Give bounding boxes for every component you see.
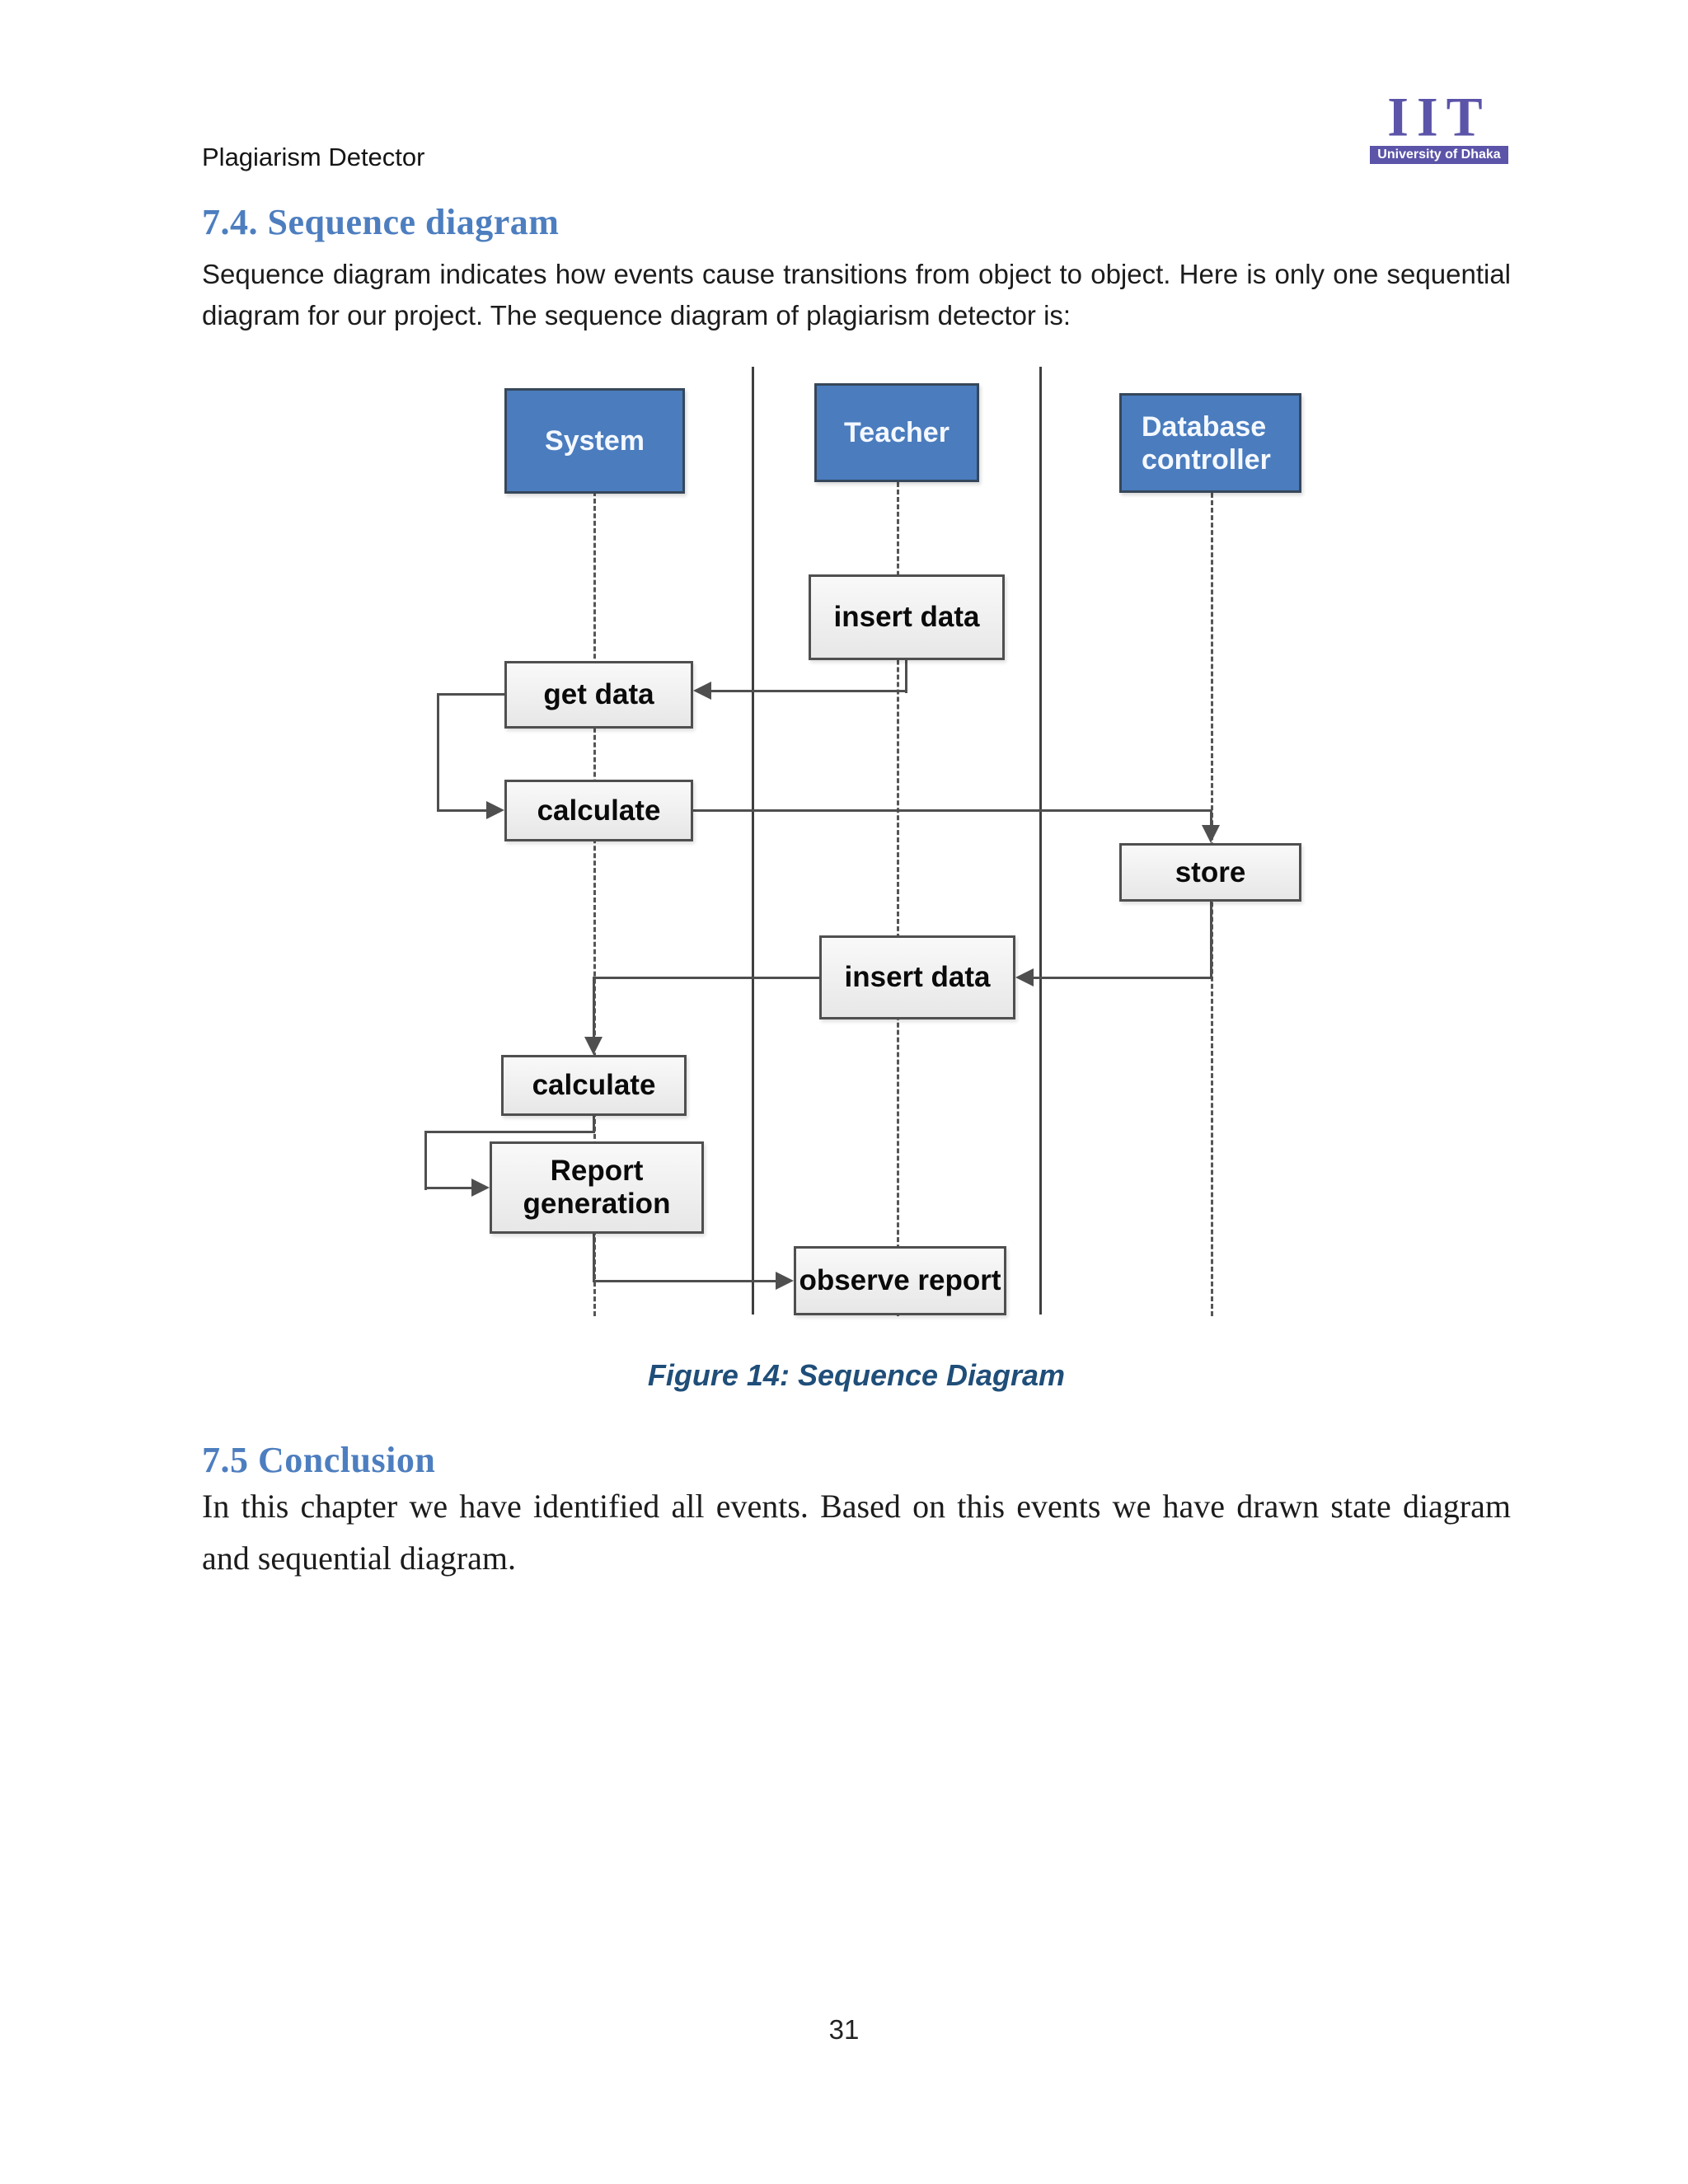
message-box-insert-data-2: insert data [819, 935, 1015, 1019]
connector-line [905, 660, 907, 693]
arrowhead-down-icon [584, 1037, 603, 1055]
connector-line [593, 1116, 595, 1133]
university-logo: IIT University of Dhaka [1370, 87, 1508, 164]
message-box-report-generation: Report generation [490, 1141, 704, 1234]
connector-line [593, 977, 595, 1043]
connector-line [1210, 902, 1212, 979]
connector-line [424, 1131, 595, 1133]
section-heading-7-5: 7.5 Conclusion [202, 1440, 436, 1480]
connector-line [593, 977, 819, 979]
connector-line [437, 693, 504, 696]
message-box-calculate-1: calculate [504, 780, 693, 841]
message-box-store: store [1119, 843, 1301, 902]
section-heading-7-4: 7.4. Sequence diagram [202, 202, 560, 242]
logo-subtitle: University of Dhaka [1370, 146, 1508, 164]
figure-caption: Figure 14: Sequence Diagram [647, 1358, 1066, 1392]
arrowhead-right-icon [776, 1272, 794, 1290]
actor-box-system: System [504, 388, 685, 494]
teacher-lifeline [897, 482, 899, 1316]
actor-box-db: Database controller [1119, 393, 1301, 493]
message-box-get-data: get data [504, 661, 693, 729]
connector-line [424, 1187, 478, 1189]
connector-line [710, 690, 906, 692]
connector-line [1210, 809, 1212, 832]
page-number: 31 [828, 2014, 860, 2045]
partition-line-2 [1039, 367, 1042, 1315]
partition-line-1 [752, 367, 754, 1315]
message-box-observe-report: observe report [794, 1246, 1006, 1315]
arrowhead-left-icon [1015, 968, 1034, 987]
connector-line [693, 809, 1212, 812]
arrowhead-right-icon [471, 1179, 490, 1197]
arrowhead-left-icon [693, 682, 711, 700]
connector-line [437, 809, 493, 812]
connector-line [593, 1280, 781, 1282]
connector-line [437, 693, 439, 812]
message-box-insert-data-1: insert data [809, 574, 1005, 660]
connector-line [424, 1131, 427, 1190]
arrowhead-down-icon [1202, 825, 1220, 843]
connector-line [1032, 977, 1211, 979]
iit-logo-icon: IIT [1387, 87, 1491, 148]
actor-box-teacher: Teacher [814, 383, 979, 482]
arrowhead-right-icon [486, 801, 504, 819]
message-box-calculate-2: calculate [501, 1055, 687, 1116]
document-header-title: Plagiarism Detector [202, 143, 425, 171]
system-lifeline [593, 491, 596, 1316]
db-lifeline [1211, 493, 1213, 1316]
section-7-4-paragraph: Sequence diagram indicates how events ca… [202, 259, 1511, 330]
connector-line [593, 1234, 595, 1282]
section-7-5-paragraph: In this chapter we have identified all e… [202, 1488, 1511, 1577]
